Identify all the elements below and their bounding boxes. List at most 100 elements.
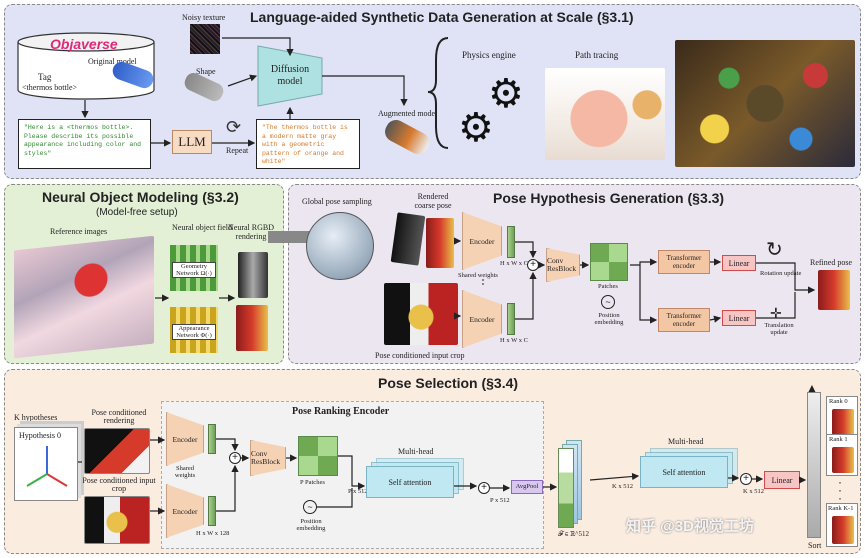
- hwc-label-bottom: H x W x C: [500, 337, 528, 344]
- rgb-render: [236, 305, 268, 351]
- axes-icon: [26, 446, 68, 487]
- panel2-subtitle: (Model-free setup): [96, 207, 178, 218]
- feature-map-render: [208, 424, 216, 454]
- conv-resblock: Conv ResBlock: [546, 248, 580, 282]
- coarse-rgb-render: [426, 218, 454, 268]
- feature-space-label: 𝓕 ∈ ℝ^512: [558, 530, 589, 538]
- feature-map-bottom: [507, 303, 515, 335]
- refined-pose-label: Refined pose: [810, 258, 852, 267]
- repeat-icon: ⟳: [226, 117, 242, 137]
- k-hypotheses-label: K hypotheses: [14, 413, 58, 422]
- pc-input-crop-image: [84, 496, 150, 544]
- multihead1-label: Multi-head: [398, 447, 434, 456]
- rankk-card: Rank K-1: [826, 503, 858, 547]
- database-cylinder-icon: [17, 32, 155, 100]
- hypothesis-stack: Hypothesis 0: [14, 427, 78, 501]
- translation-icon: ✛: [770, 305, 782, 321]
- repeat-label: Repeat: [226, 146, 249, 155]
- objaverse-logo: Objaverse: [50, 36, 118, 52]
- patches-grid: [590, 243, 628, 281]
- feature-stack: [558, 440, 590, 528]
- p-patches-label: P Patches: [300, 479, 325, 486]
- physics-engine-label: Physics engine: [462, 50, 516, 60]
- panel3-title: Pose Hypothesis Generation (§3.3): [493, 190, 725, 206]
- synthetic-scene-render: [675, 40, 855, 167]
- panel4-title: Pose Selection (§3.4): [378, 375, 519, 391]
- pc-input-crop-label: Pose conditioned input crop: [82, 476, 156, 493]
- noisy-texture-image: [190, 24, 220, 54]
- rotation-icon: ↻: [766, 239, 783, 261]
- p-patches-grid: [298, 436, 338, 476]
- rank0-card: Rank 0: [826, 396, 858, 438]
- gear-icon: ⚙: [488, 72, 524, 116]
- concat-icon: +: [527, 259, 539, 271]
- hwc-label-top: H x W x C: [500, 260, 528, 267]
- input-crop-label: Pose conditioned input crop: [375, 351, 465, 360]
- concat-icon-2: +: [229, 452, 241, 464]
- original-model-label: Original model: [88, 57, 137, 66]
- rendered-coarse-label: Rendered coarse pose: [414, 192, 452, 210]
- linear-rot: Linear: [722, 255, 756, 271]
- rank1-card: Rank 1: [826, 434, 858, 476]
- avgpool-box: AvgPool: [511, 480, 543, 494]
- sort-label: Sort: [808, 541, 822, 550]
- patches-label: Patches: [598, 283, 618, 290]
- px512a-label: P x 512: [348, 488, 368, 495]
- position-embedding-icon: ~: [601, 295, 615, 309]
- path-tracing-render: [545, 68, 665, 160]
- transformer-encoder-trans: Transformer encoder: [658, 308, 710, 332]
- llm-output-box: "The thermos bottle is a modern matte gr…: [256, 119, 360, 169]
- reference-images-label: Reference images: [50, 227, 108, 236]
- tag-value: <thermos bottle>: [22, 83, 78, 92]
- objaverse-database: Objaverse Original model Tag <thermos bo…: [16, 32, 156, 100]
- ranking-encoder-title: Pose Ranking Encoder: [292, 406, 390, 417]
- neural-object-field: Geometry Network Ω(·) Appearance Network…: [170, 245, 218, 353]
- multihead2-label: Multi-head: [668, 437, 704, 446]
- attention-stack-2: Self attention: [640, 448, 738, 488]
- linear-trans: Linear: [722, 310, 756, 326]
- rotation-update-label: Rotation update: [760, 270, 802, 277]
- icosphere-icon: [306, 212, 374, 280]
- rank-ellipsis: ···: [838, 475, 842, 505]
- depth-render: [238, 252, 268, 298]
- kx512a-label: K x 512: [612, 483, 633, 490]
- noisy-texture-label: Noisy texture: [182, 13, 226, 22]
- position-embedding-icon-2: ~: [303, 500, 317, 514]
- neural-field-label: Neural object field: [172, 223, 232, 232]
- prompt-box: "Here is a <thermos bottle>. Please desc…: [18, 119, 151, 169]
- add-icon: +: [478, 482, 490, 494]
- augmented-model-label: Augmented model: [378, 109, 438, 118]
- sort-bar: [807, 392, 821, 538]
- appearance-network: Appearance Network Φ(·): [172, 324, 216, 340]
- add-icon-2: +: [740, 473, 752, 485]
- global-sampling-label: Global pose sampling: [302, 197, 372, 206]
- pos-embed-label-2: Position embedding: [296, 518, 326, 532]
- gear-icon-small: ⚙: [458, 106, 494, 150]
- panel-pose-hypothesis: [288, 184, 861, 364]
- input-crop-image: [384, 283, 458, 345]
- self-attention-2: Self attention: [640, 456, 728, 488]
- pc-rendering-image: [84, 428, 150, 474]
- hwx128-label: H x W x 128: [196, 530, 230, 537]
- geometry-network: Geometry Network Ω(·): [172, 262, 216, 278]
- feature-map-crop: [208, 496, 216, 526]
- kx512b-label: K x 512: [743, 488, 764, 495]
- pos-embed-label: Position embedding: [594, 312, 624, 326]
- px512b-label: P x 512: [490, 497, 510, 504]
- transformer-encoder-rot: Transformer encoder: [658, 250, 710, 274]
- pc-rendering-label: Pose conditioned rendering: [91, 408, 147, 425]
- shape-label: Shape: [196, 67, 216, 76]
- panel1-title: Language-aided Synthetic Data Generation…: [250, 9, 634, 25]
- translation-update-label: Translation update: [764, 322, 794, 336]
- self-attention-1: Self attention: [366, 466, 454, 498]
- panel2-title: Neural Object Modeling (§3.2): [42, 189, 239, 205]
- llm-block: LLM: [172, 130, 212, 154]
- tag-label: Tag: [38, 72, 52, 82]
- path-tracing-label: Path tracing: [575, 50, 619, 60]
- feature-map-top: [507, 226, 515, 258]
- shared-weights-label: Shared weights: [458, 272, 498, 279]
